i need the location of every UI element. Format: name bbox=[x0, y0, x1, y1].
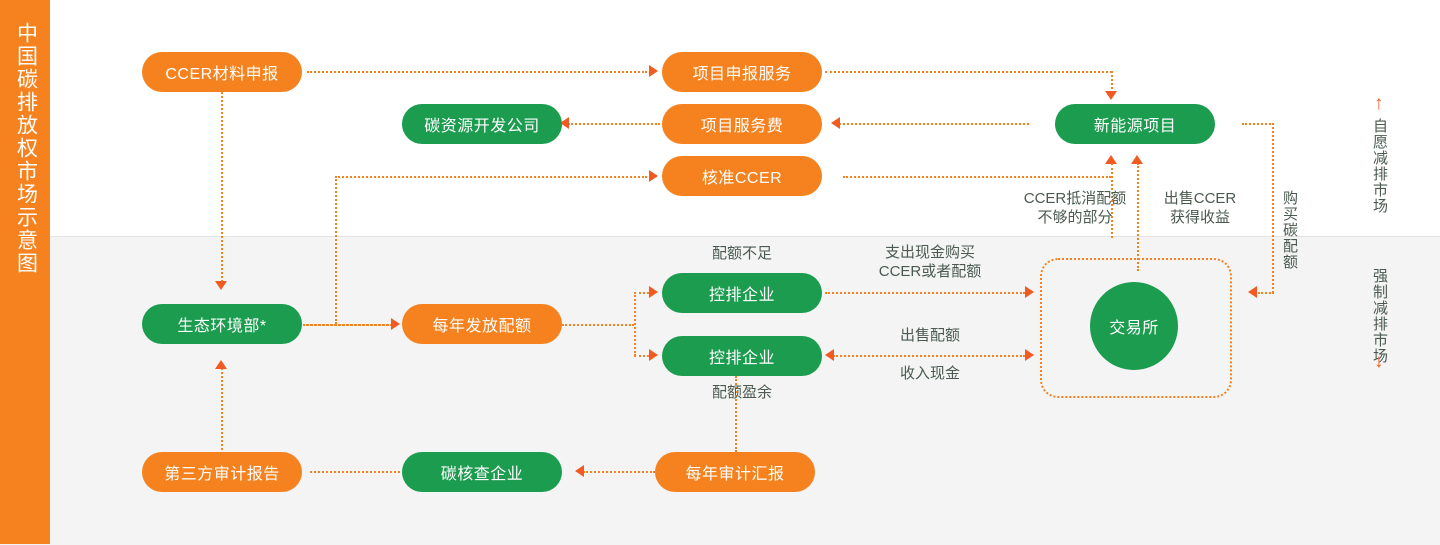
edge-firm2-exchange-arrow-left bbox=[825, 349, 834, 361]
edge-buyquota-arrowhead bbox=[1248, 286, 1257, 298]
edge-quota-to-firm1 bbox=[634, 292, 649, 294]
edge-ministry-to-approve-v bbox=[335, 176, 337, 324]
edge-sell-ccer-v bbox=[1137, 163, 1139, 271]
label-ccer-offset-shortfall: CCER抵消配额 不够的部分 bbox=[1023, 190, 1127, 226]
node-label: 控排企业 bbox=[708, 287, 775, 304]
node-label: 核准CCER bbox=[701, 170, 783, 187]
node-controlled-firm-1[interactable]: 控排企业 bbox=[662, 273, 822, 313]
edge-ccer-to-declare-arrowhead bbox=[649, 65, 658, 77]
label-quota-surplus: 配额盈余 bbox=[711, 384, 772, 401]
node-label: 新能源项目 bbox=[1093, 118, 1177, 135]
node-label: 交易所 bbox=[1109, 320, 1159, 337]
label-sell-ccer-income: 出售CCER 获得收益 bbox=[1163, 190, 1237, 226]
node-label: 碳资源开发公司 bbox=[424, 118, 540, 135]
node-label: 项目申报服务 bbox=[692, 66, 792, 83]
edge-fee-to-devcompany bbox=[568, 123, 660, 125]
label-receive-cash: 收入现金 bbox=[899, 365, 960, 382]
node-third-party-report[interactable]: 第三方审计报告 bbox=[142, 452, 302, 492]
node-project-service-fee[interactable]: 项目服务费 bbox=[662, 104, 822, 144]
node-controlled-firm-2[interactable]: 控排企业 bbox=[662, 336, 822, 376]
edge-audit-to-verifier bbox=[583, 471, 655, 473]
label-quota-shortage: 配额不足 bbox=[711, 245, 772, 262]
node-label: 每年审计汇报 bbox=[685, 466, 785, 483]
edge-quota-to-firm2 bbox=[634, 355, 649, 357]
node-label: 碳核查企业 bbox=[440, 466, 524, 483]
node-exchange[interactable]: 交易所 bbox=[1090, 282, 1178, 370]
node-label: CCER材料申报 bbox=[165, 66, 279, 83]
node-project-declare-service[interactable]: 项目申报服务 bbox=[662, 52, 822, 92]
up-arrow-icon: ↑ bbox=[1374, 93, 1384, 114]
edge-firm2-exchange-arrow-right bbox=[1025, 349, 1034, 361]
node-new-energy-project[interactable]: 新能源项目 bbox=[1055, 104, 1215, 144]
edge-report-to-ministry-arrowhead bbox=[215, 360, 227, 369]
label-voluntary-market: 自愿减排市场 bbox=[1371, 118, 1388, 214]
edge-project-to-fee bbox=[839, 123, 1029, 125]
node-annual-quota-allocation[interactable]: 每年发放配额 bbox=[402, 304, 562, 344]
edge-firm1-to-exchange-arrowhead bbox=[1025, 286, 1034, 298]
edge-buyquota-in-h bbox=[1258, 292, 1274, 294]
node-label: 每年发放配额 bbox=[432, 318, 532, 335]
edge-declare-to-project-arrowhead bbox=[1105, 91, 1117, 100]
node-label: 项目服务费 bbox=[700, 118, 784, 135]
node-label: 生态环境部* bbox=[177, 318, 267, 335]
edge-ministry-to-quota bbox=[303, 324, 393, 326]
edge-fee-to-devcompany-arrowhead bbox=[560, 117, 569, 129]
edge-ccer-to-ministry-arrowhead bbox=[215, 281, 227, 290]
node-approve-ccer[interactable]: 核准CCER bbox=[662, 156, 822, 196]
edge-firm2-exchange bbox=[833, 355, 1025, 357]
edge-ccer-to-ministry bbox=[221, 92, 223, 282]
exchange-container bbox=[1040, 258, 1232, 398]
edge-offset-up-arrowhead bbox=[1105, 155, 1117, 164]
edge-newenergy-to-exchange-v bbox=[1272, 123, 1274, 293]
label-pay-cash-buy: 支出现金购买 CCER或者配额 bbox=[878, 244, 982, 280]
node-annual-audit-report[interactable]: 每年审计汇报 bbox=[655, 452, 815, 492]
edge-quota-to-firm2-arrowhead bbox=[649, 349, 658, 361]
page-title: 中国碳排放权市场示意图 bbox=[14, 22, 38, 275]
edge-offset-v bbox=[1111, 176, 1113, 238]
node-verification-firm[interactable]: 碳核查企业 bbox=[402, 452, 562, 492]
edge-newenergy-to-exchange-h bbox=[1242, 123, 1274, 125]
node-label: 控排企业 bbox=[708, 350, 775, 367]
node-carbon-dev-company[interactable]: 碳资源开发公司 bbox=[402, 104, 562, 144]
label-sell-quota: 出售配额 bbox=[899, 327, 960, 344]
label-mandatory-market: 强制减排市场 bbox=[1371, 268, 1388, 364]
edge-verifier-to-report bbox=[310, 471, 400, 473]
edge-firm1-to-exchange bbox=[825, 292, 1025, 294]
edge-quota-branch-v bbox=[634, 292, 636, 356]
node-eco-ministry[interactable]: 生态环境部* bbox=[142, 304, 302, 344]
edge-project-to-fee-arrowhead bbox=[831, 117, 840, 129]
diagram-title-bar: 中国碳排放权市场示意图 bbox=[0, 0, 50, 544]
edge-ministry-to-approve-arrowhead bbox=[649, 170, 658, 182]
label-buy-carbon-quota: 购买碳配额 bbox=[1281, 190, 1298, 270]
edge-offset-up-v bbox=[1111, 163, 1113, 178]
edge-ministry-to-approve-h bbox=[335, 176, 647, 178]
edge-sell-ccer-arrowhead bbox=[1131, 155, 1143, 164]
edge-approve-to-newenergy-h bbox=[843, 176, 1111, 178]
edge-audit-to-firm2 bbox=[735, 376, 737, 452]
node-label: 第三方审计报告 bbox=[164, 466, 280, 483]
edge-report-to-ministry bbox=[221, 368, 223, 450]
edge-audit-to-verifier-arrowhead bbox=[575, 465, 584, 477]
down-arrow-icon: ↓ bbox=[1374, 351, 1384, 372]
edge-quota-to-firm1-arrowhead bbox=[649, 286, 658, 298]
edge-quota-to-firms-h bbox=[562, 324, 634, 326]
node-ccer-application[interactable]: CCER材料申报 bbox=[142, 52, 302, 92]
edge-declare-to-project-v bbox=[1111, 71, 1113, 93]
edge-ccer-to-declare bbox=[307, 71, 647, 73]
edge-declare-to-project-h bbox=[825, 71, 1112, 73]
edge-ministry-to-quota-arrowhead bbox=[391, 318, 400, 330]
